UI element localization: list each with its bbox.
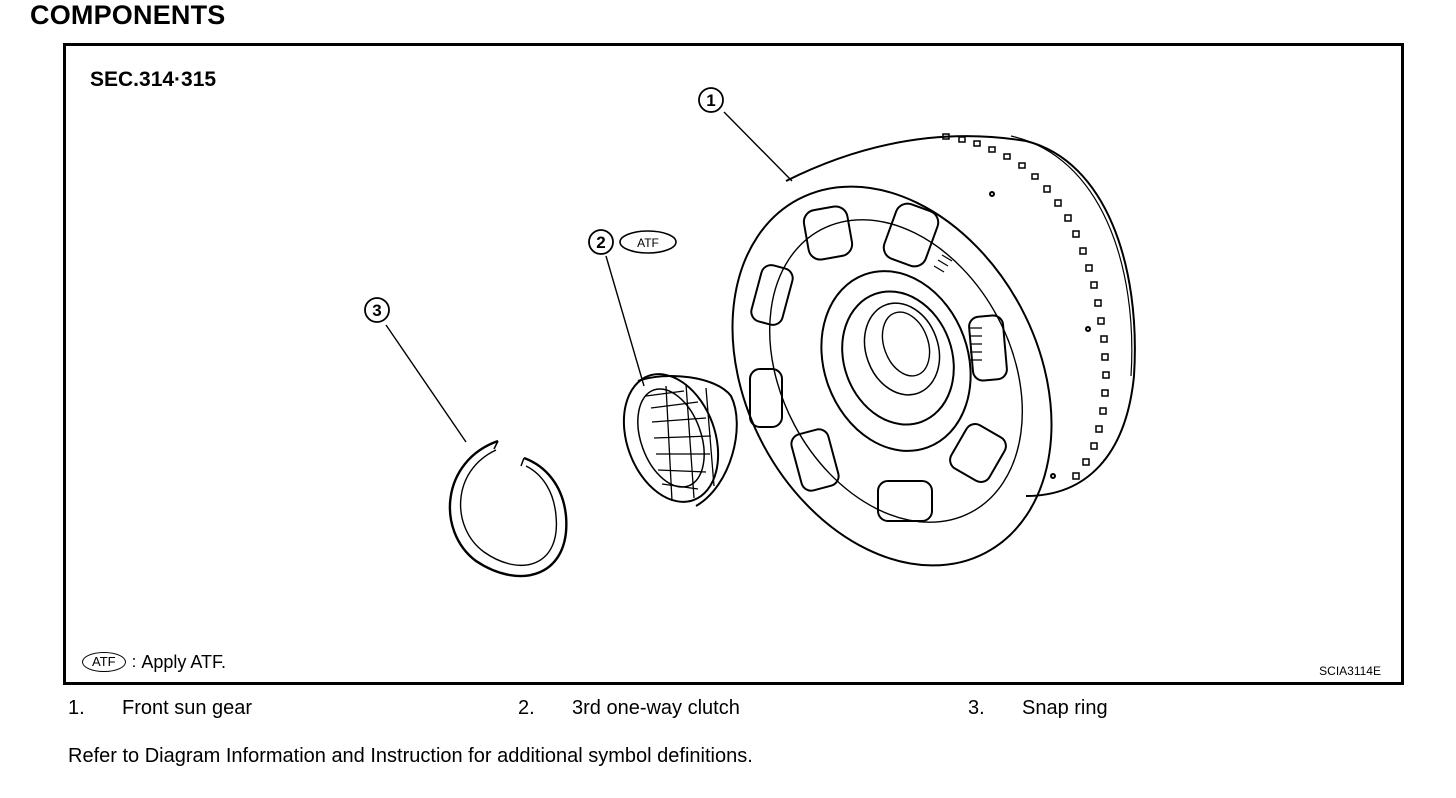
callout-3-number: 3 xyxy=(372,301,381,320)
part-item-1: 1. Front sun gear xyxy=(68,697,252,720)
atf-legend-text: Apply ATF. xyxy=(141,651,227,672)
atf-legend-badge: ATF xyxy=(82,652,126,672)
leader-line-3 xyxy=(385,324,467,443)
callout-2: 2 ATF xyxy=(588,229,677,255)
leader-line-2 xyxy=(605,255,645,387)
page-title: COMPONENTS xyxy=(30,0,226,30)
section-code: SEC.314·315 xyxy=(90,68,217,91)
part-number: 2. xyxy=(518,697,535,719)
part-item-2: 2. 3rd one-way clutch xyxy=(518,697,740,720)
callout-2-number: 2 xyxy=(596,233,605,252)
components-figure: SEC.314·315 xyxy=(63,43,1404,685)
part-name: Front sun gear xyxy=(122,697,253,719)
callout-1: 1 xyxy=(698,87,724,113)
exploded-view-illustration: 1 2 ATF 3 xyxy=(364,87,1136,578)
front-sun-gear-drawing xyxy=(731,133,1136,567)
snap-ring-drawing xyxy=(448,439,568,578)
callout-2-badge: ATF xyxy=(637,236,659,250)
atf-legend-separator: : xyxy=(131,652,137,671)
atf-legend: ATF : Apply ATF. xyxy=(82,650,226,674)
symbol-note: Refer to Diagram Information and Instruc… xyxy=(68,745,753,767)
part-number: 1. xyxy=(68,697,85,719)
part-name: Snap ring xyxy=(1022,697,1108,719)
atf-symbol-icon xyxy=(619,230,677,254)
part-name: 3rd one-way clutch xyxy=(572,697,740,719)
one-way-clutch-drawing xyxy=(622,373,738,507)
part-number: 3. xyxy=(968,697,985,719)
callout-3: 3 xyxy=(364,297,390,323)
callout-1-number: 1 xyxy=(706,91,715,110)
part-item-3: 3. Snap ring xyxy=(968,697,1108,720)
leader-line-1 xyxy=(723,111,793,182)
figure-code: SCIA3114E xyxy=(1319,664,1381,678)
